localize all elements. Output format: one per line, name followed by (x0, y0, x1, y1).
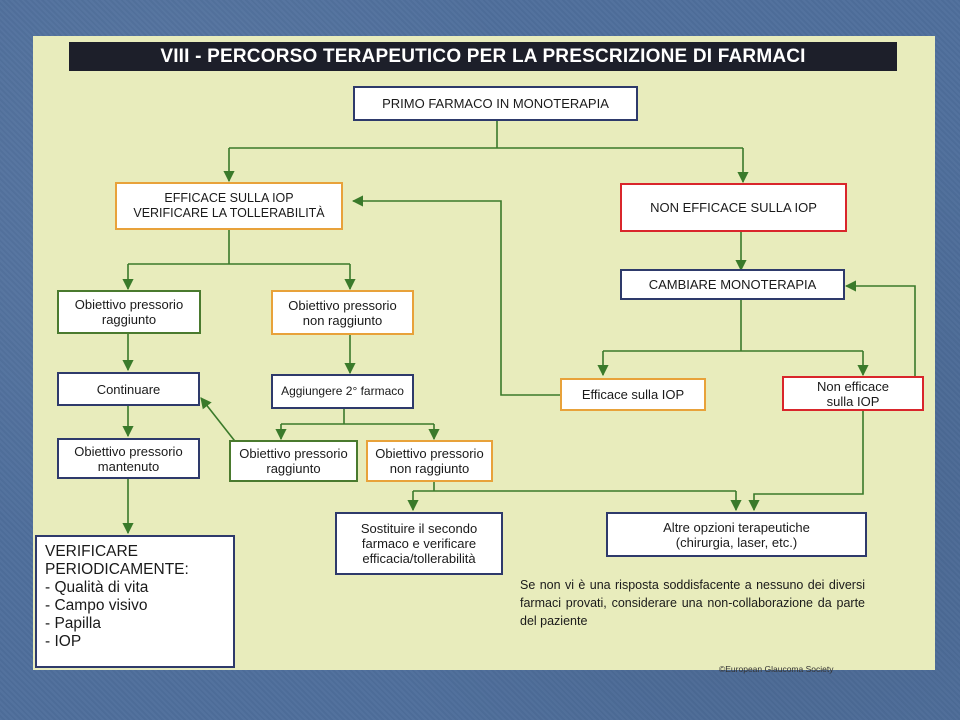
connector-non-efficace-loop (844, 280, 916, 393)
node-sostituire: Sostituire il secondo farmaco e verifica… (335, 512, 503, 575)
node-primo-farmaco: PRIMO FARMACO IN MONOTERAPIA (353, 86, 638, 121)
footnote: Se non vi è una risposta soddisfacente a… (520, 578, 865, 628)
verify-item-iop: - IOP (45, 633, 82, 650)
node-obiettivo-raggiunto-2: Obiettivo pressorio raggiunto (229, 440, 358, 482)
copyright: ©European Glaucoma Society (719, 664, 834, 674)
node-obiettivo-non-raggiunto-2: Obiettivo pressorio non raggiunto (366, 440, 493, 482)
connector-efficace-loop (351, 195, 560, 396)
node-aggiungere: Aggiungere 2° farmaco (271, 374, 414, 409)
node-efficace-iop: EFFICACE SULLA IOP VERIFICARE LA TOLLERA… (115, 182, 343, 230)
node-obiettivo-raggiunto: Obiettivo pressorio raggiunto (57, 290, 201, 334)
verify-item-visual-field: - Campo visivo (45, 597, 148, 614)
node-altre-opzioni: Altre opzioni terapeutiche (chirurgia, l… (606, 512, 867, 557)
slide: VIII - PERCORSO TERAPEUTICO PER LA PRESC… (33, 36, 935, 674)
connector-non-efficace-to-altre (748, 409, 864, 512)
node-continuare: Continuare (57, 372, 200, 406)
node-efficace-sulla-iop: Efficace sulla IOP (560, 378, 706, 411)
node-obiettivo-mantenuto: Obiettivo pressorio mantenuto (57, 438, 200, 479)
slide-title: VIII - PERCORSO TERAPEUTICO PER LA PRESC… (69, 42, 897, 71)
verify-periodically-box: VERIFICARE PERIODICAMENTE: - Qualità di … (35, 535, 235, 668)
connector-lines (122, 121, 916, 535)
node-cambiare-monoterapia: CAMBIARE MONOTERAPIA (620, 269, 845, 300)
node-obiettivo-non-raggiunto: Obiettivo pressorio non raggiunto (271, 290, 414, 335)
verify-item-quality: - Qualità di vita (45, 579, 149, 596)
verify-item-papilla: - Papilla (45, 615, 101, 632)
verify-heading: VERIFICARE PERIODICAMENTE: (45, 543, 189, 578)
node-non-efficace-iop: NON EFFICACE SULLA IOP (620, 183, 847, 232)
node-non-efficace-sulla-iop: Non efficace sulla IOP (782, 376, 924, 411)
